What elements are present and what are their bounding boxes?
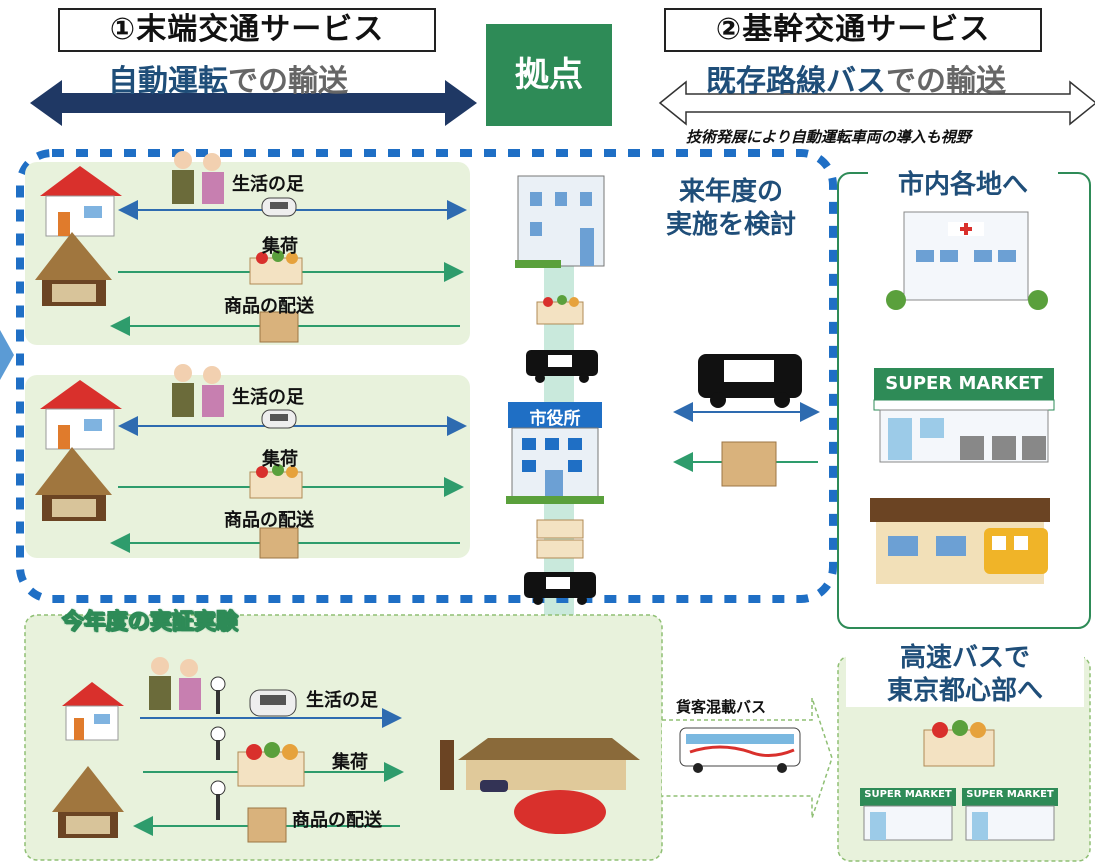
next-year-title: 来年度の 実施を検討 bbox=[636, 176, 826, 241]
row1-delivery-label: 商品の配送 bbox=[224, 296, 314, 317]
produce-box-icon-express bbox=[923, 720, 995, 767]
trunk-arrow bbox=[658, 80, 1095, 126]
elderly-couple-icon-3 bbox=[149, 657, 201, 710]
city-panel-title: 市内各地へ bbox=[868, 164, 1058, 201]
trunk-subtitle: 既存路線バスでの輸送 bbox=[706, 56, 1006, 100]
row2-commute-label: 生活の足 bbox=[232, 387, 304, 408]
bus-stop-icon-3 bbox=[210, 780, 226, 820]
mixed-bus-icon bbox=[679, 727, 801, 773]
last-mile-title: ①末端交通サービス bbox=[58, 8, 436, 52]
last-mile-subtitle: 自動運転での輸送 bbox=[108, 56, 348, 100]
office-building-icon bbox=[515, 175, 605, 268]
trial-commute-label: 生活の足 bbox=[306, 690, 378, 711]
thatched-house-icon-1 bbox=[35, 232, 112, 306]
trunk-title: ②基幹交通サービス bbox=[664, 8, 1042, 52]
house-red-icon-3 bbox=[62, 682, 124, 741]
row1-pickup-label: 集荷 bbox=[262, 236, 298, 257]
express-sign-1: SUPER MARKET bbox=[864, 789, 952, 800]
city-hall-icon bbox=[506, 402, 604, 504]
trunk-note: 技術発展により自動運転車両の導入も視野 bbox=[686, 128, 971, 146]
row2-delivery-label: 商品の配送 bbox=[224, 510, 314, 531]
autonomous-car-icon-2 bbox=[261, 409, 297, 429]
mixed-bus-label: 貨客混載バス bbox=[676, 698, 767, 716]
thatched-house-icon-3 bbox=[52, 766, 124, 838]
house-red-icon-1 bbox=[40, 166, 122, 237]
bus-icon-trunk bbox=[698, 354, 802, 408]
express-title-line2: 東京都心部へ bbox=[886, 675, 1043, 706]
autonomous-car-icon-3 bbox=[249, 689, 297, 717]
produce-box-icon-3 bbox=[237, 742, 305, 787]
city-hall-sign: 市役所 bbox=[529, 409, 581, 429]
trial-title: 今年度の実証実験 bbox=[61, 610, 239, 636]
last-mile-subtitle-rest: での輸送 bbox=[228, 64, 348, 99]
autonomous-car-icon-1 bbox=[261, 197, 297, 217]
express-title-line1: 高速バスで bbox=[899, 643, 1030, 673]
produce-box-icon-2 bbox=[249, 464, 303, 499]
supermarket-icon bbox=[873, 368, 1055, 463]
parcel-icon-4 bbox=[247, 807, 287, 843]
elderly-couple-icon-1 bbox=[172, 151, 224, 204]
express-sign-2: SUPER MARKET bbox=[966, 789, 1054, 800]
hub-label: 拠点 bbox=[486, 24, 612, 126]
bus-icon-hub2 bbox=[524, 572, 596, 605]
express-title: 高速バスで 東京都心部へ bbox=[846, 642, 1084, 707]
produce-box-icon-1 bbox=[249, 250, 303, 285]
next-year-title-line1: 来年度の bbox=[678, 177, 783, 207]
hospital-icon bbox=[886, 211, 1048, 310]
next-year-title-line2: 実施を検討 bbox=[665, 209, 796, 240]
parcel-icon-2 bbox=[259, 527, 299, 559]
parcel-icon-1 bbox=[259, 311, 299, 343]
trial-delivery-label: 商品の配送 bbox=[292, 810, 382, 831]
last-mile-subtitle-main: 自動運転 bbox=[108, 64, 228, 99]
trunk-subtitle-main: 既存路線バス bbox=[706, 64, 886, 99]
house-red-icon-2 bbox=[40, 380, 122, 450]
bus-icon-hub1 bbox=[526, 350, 598, 383]
express-supermarket-icon-1 bbox=[860, 788, 956, 841]
elderly-couple-icon-2 bbox=[172, 364, 224, 417]
thatched-house-icon-2 bbox=[35, 447, 112, 521]
row2-pickup-label: 集荷 bbox=[262, 449, 298, 470]
last-mile-arrow bbox=[30, 80, 477, 126]
produce-box-icon-hub2 bbox=[536, 519, 584, 559]
express-supermarket-icon-2 bbox=[962, 788, 1058, 841]
supermarket-sign: SUPER MARKET bbox=[885, 373, 1043, 394]
roadside-station-icon bbox=[440, 738, 640, 834]
next-year-region bbox=[16, 149, 837, 603]
bus-stop-icon-2 bbox=[210, 726, 226, 760]
trunk-subtitle-rest: での輸送 bbox=[886, 64, 1006, 99]
row1-commute-label: 生活の足 bbox=[232, 174, 304, 195]
trial-pickup-label: 集荷 bbox=[332, 752, 368, 773]
produce-box-icon-hub1 bbox=[536, 295, 584, 325]
parcel-icon-3 bbox=[721, 441, 777, 487]
station-icon bbox=[870, 498, 1050, 584]
bus-stop-icon-1 bbox=[210, 676, 226, 714]
